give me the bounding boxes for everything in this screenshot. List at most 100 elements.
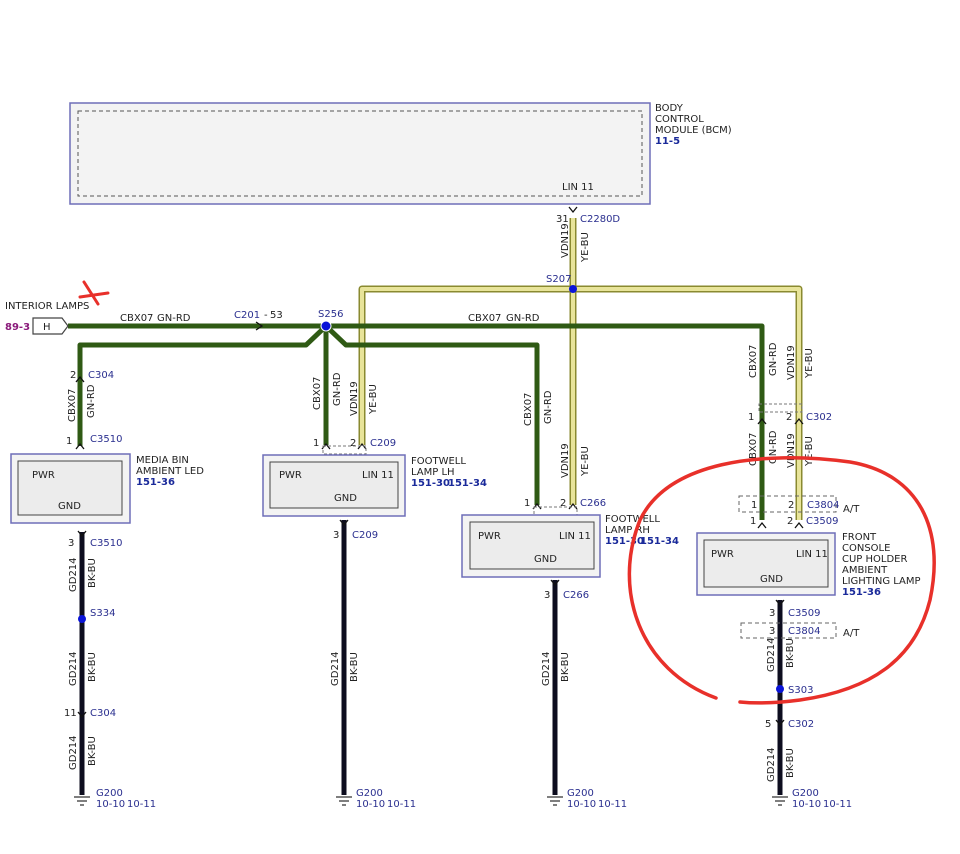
front-console-module[interactable] [696, 532, 836, 596]
media-bin-c304-pin: 11 [64, 708, 77, 719]
footwell-lh-ref1[interactable]: 151-30 [411, 478, 450, 489]
footwell-lh-wire-cbx07: CBX07 [312, 377, 323, 410]
console-wire-cbx07-upper: CBX07 [748, 345, 759, 378]
splice-s256[interactable] [320, 320, 332, 332]
console-c3804-pin1: 1 [751, 500, 757, 511]
bcm-name-line-3: MODULE (BCM) [655, 125, 732, 136]
console-c3804-pin2: 2 [788, 500, 794, 511]
footwell-lh-module[interactable] [262, 454, 406, 517]
media-bin-in-pin: 1 [66, 436, 72, 447]
media-bin-out-conn: C3510 [90, 538, 122, 549]
media-bin-wire-gnrd: GN-RD [86, 384, 97, 418]
footwell-lh-pwr: PWR [279, 470, 302, 481]
footwell-lh-pin1: 1 [313, 438, 319, 449]
console-wire-gnrd-lower: GN-RD [768, 430, 779, 464]
footwell-lh-pin2: 2 [350, 438, 356, 449]
console-ref[interactable]: 151-36 [842, 587, 881, 598]
console-c302b-pin: 5 [765, 719, 771, 730]
footwell-lh-lin: LIN 11 [362, 470, 394, 481]
wire-label-vdn19: VDN19 [560, 223, 571, 258]
footwell-rh-wire-vdn19: VDN19 [560, 443, 571, 478]
footwell-lh-ref2[interactable]: 151-34 [448, 478, 487, 489]
media-bin-gnd: GND [58, 501, 81, 512]
ground-g200-4-name: G200 [792, 788, 819, 799]
ground-g200-2-ref2[interactable]: 10-11 [387, 799, 416, 810]
console-name-4: AMBIENT [842, 565, 888, 576]
interior-lamps-label: INTERIOR LAMPS [5, 301, 89, 312]
console-name-3: CUP HOLDER [842, 554, 907, 565]
console-c302-outline [758, 403, 803, 413]
console-wire-bkbu-a: BK-BU [785, 638, 796, 668]
ground-wires [79, 520, 783, 795]
interior-lamps-pin-shape [32, 317, 69, 335]
console-c3509-conn: C3509 [806, 516, 838, 527]
footwell-lh-wire-bkbu: BK-BU [349, 652, 360, 682]
console-c3804b-outline [740, 622, 837, 639]
footwell-rh-name-2: LAMP RH [605, 525, 650, 536]
console-wire-vdn19-lower: VDN19 [786, 433, 797, 468]
splice-s303[interactable] [776, 685, 784, 693]
console-c302b-conn: C302 [788, 719, 814, 730]
c201-pin: 53 [270, 310, 283, 321]
footwell-rh-module[interactable] [461, 514, 601, 578]
green-wires [68, 323, 765, 520]
footwell-rh-ref2[interactable]: 151-34 [640, 536, 679, 547]
footwell-lh-connector-outline [322, 445, 367, 455]
media-bin-out-pin: 3 [68, 538, 74, 549]
ground-g200-2-ref1[interactable]: 10-10 [356, 799, 385, 810]
console-out-pin: 3 [769, 608, 775, 619]
console-wire-bkbu-b: BK-BU [785, 748, 796, 778]
splice-s207[interactable] [569, 285, 577, 293]
bcm-name-line-2: CONTROL [655, 114, 704, 125]
ground-g200-1-ref2[interactable]: 10-11 [127, 799, 156, 810]
wire-label-yebu: YE-BU [580, 232, 591, 263]
footwell-lh-name-2: LAMP LH [411, 467, 455, 478]
footwell-rh-pin1: 1 [524, 498, 530, 509]
footwell-rh-wire-gnrd: GN-RD [543, 390, 554, 424]
console-wire-vdn19-upper: VDN19 [786, 345, 797, 380]
media-bin-wire-gd214-c: GD214 [68, 735, 79, 770]
media-bin-pwr: PWR [32, 470, 55, 481]
console-name-5: LIGHTING LAMP [842, 576, 921, 587]
media-bin-c304-conn: C304 [90, 708, 116, 719]
console-at-label: A/T [843, 504, 860, 515]
footwell-rh-wire-yebu: YE-BU [580, 446, 591, 477]
ground-g200-4-ref2[interactable]: 10-11 [823, 799, 852, 810]
console-wire-cbx07-lower: CBX07 [748, 433, 759, 466]
console-c3804b-pin: 3 [769, 626, 775, 637]
console-name-2: CONSOLE [842, 543, 890, 554]
footwell-rh-wire-bkbu: BK-BU [560, 652, 571, 682]
ground-g200-3-ref1[interactable]: 10-10 [567, 799, 596, 810]
footwell-lh-out-pin: 3 [333, 530, 339, 541]
ground-g200-1-name: G200 [96, 788, 123, 799]
console-c3509-pin1: 1 [750, 516, 756, 527]
ground-g200-4-ref1[interactable]: 10-10 [792, 799, 821, 810]
footwell-rh-ref1[interactable]: 151-30 [605, 536, 644, 547]
bcm-pin-number: 31 [556, 214, 569, 225]
footwell-lh-name-1: FOOTWELL [411, 456, 466, 467]
splice-s334[interactable] [78, 615, 86, 623]
annotation-red-circle [627, 456, 936, 705]
media-bin-in-conn: C3510 [90, 434, 122, 445]
media-bin-wire-gd214-b: GD214 [68, 651, 79, 686]
ground-symbols [74, 796, 788, 806]
bcm-ref[interactable]: 11-5 [655, 136, 680, 147]
media-bin-module[interactable] [10, 453, 131, 524]
media-bin-ref[interactable]: 151-36 [136, 477, 175, 488]
media-bin-top-conn: C304 [88, 370, 114, 381]
footwell-rh-lin: LIN 11 [559, 531, 591, 542]
footwell-lh-out-conn: C209 [352, 530, 378, 541]
media-bin-name-2: AMBIENT LED [136, 466, 204, 477]
ground-g200-3-ref2[interactable]: 10-11 [598, 799, 627, 810]
bcm-module[interactable] [69, 102, 651, 205]
console-gnd: GND [760, 574, 783, 585]
console-wire-gd214-b: GD214 [766, 747, 777, 782]
bcm-pin-label: LIN 11 [562, 182, 594, 193]
splice-s334-label: S334 [90, 608, 115, 619]
console-pwr: PWR [711, 549, 734, 560]
interior-lamps-ref[interactable]: 89-3 [5, 322, 30, 333]
footwell-rh-out-pin: 3 [544, 590, 550, 601]
ground-g200-1-ref1[interactable]: 10-10 [96, 799, 125, 810]
media-bin-wire-cbx07: CBX07 [67, 389, 78, 422]
